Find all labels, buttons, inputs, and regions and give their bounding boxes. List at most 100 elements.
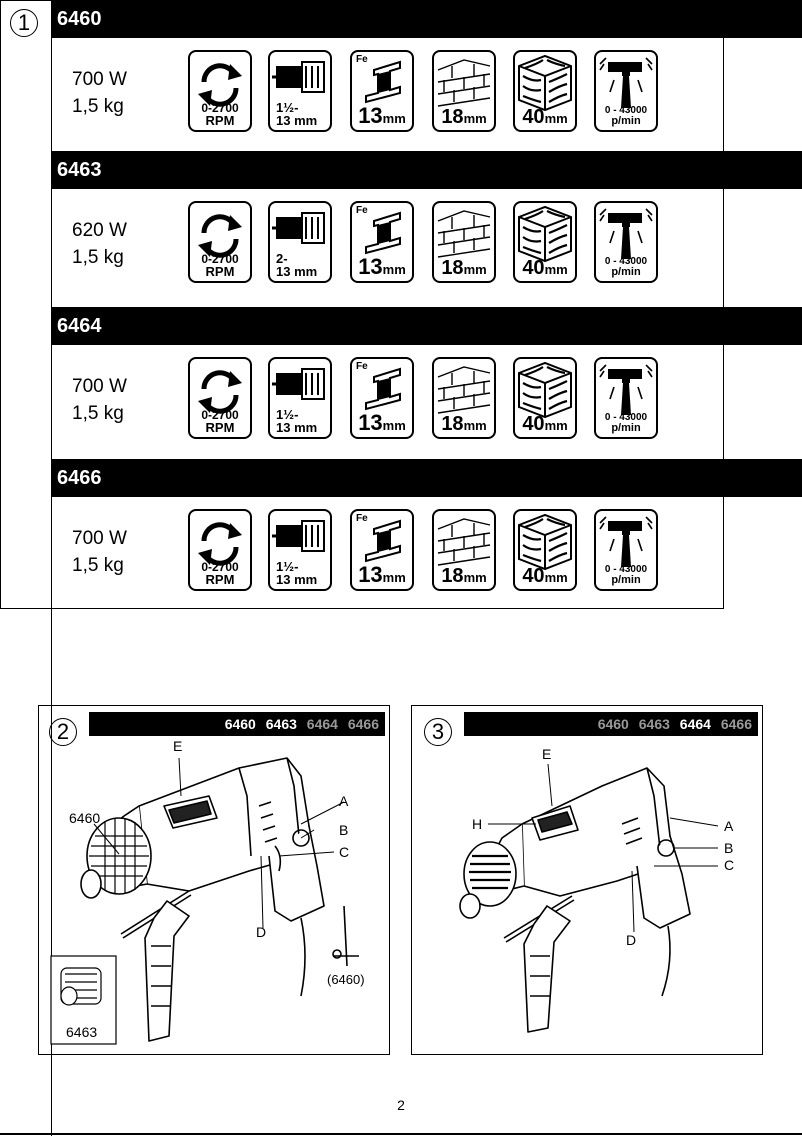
wood-unit: mm	[544, 262, 568, 277]
steel-capacity-icon: Fe 13mm	[350, 509, 414, 591]
impact-range: 0 - 43000	[604, 105, 648, 116]
figure-2-drill-6460-6463: 2 6460 6463 6464 6466	[38, 705, 390, 1055]
figure-2-model-3: 6466	[347, 716, 379, 732]
chuck-capacity-icon: 1½-13 mm	[268, 509, 332, 591]
steel-capacity-icon: Fe 13mm	[350, 357, 414, 439]
masonry-num: 18	[441, 413, 464, 435]
rpm-range: 0-2700	[201, 408, 239, 422]
page-number: 2	[397, 1097, 405, 1113]
callout-A: A	[339, 793, 349, 809]
masonry-capacity-icon: 18mm	[432, 50, 496, 132]
chuck-min: 1½-	[276, 407, 299, 422]
steel-unit: mm	[382, 418, 406, 433]
drill-illustration-keyed-chuck	[50, 757, 359, 1045]
masonry-num: 18	[441, 106, 464, 128]
spec-power: 620 W	[72, 220, 127, 241]
rpm-unit: RPM	[205, 572, 235, 587]
impact-range: 0 - 43000	[604, 412, 648, 423]
callout-D: D	[256, 924, 267, 940]
wood-capacity-icon: 40mm	[513, 201, 577, 283]
callout-C: C	[724, 857, 735, 873]
spec-power: 700 W	[72, 69, 127, 90]
wood-unit: mm	[544, 111, 568, 126]
spec-power: 700 W	[72, 376, 127, 397]
drill-illustration-keyless-chuck	[459, 763, 719, 1033]
steel-num: 13	[358, 103, 383, 128]
masonry-num: 18	[441, 565, 464, 587]
rpm-range: 0-2700	[201, 560, 239, 574]
wood-capacity-icon: 40mm	[513, 357, 577, 439]
chuck-max: 13 mm	[276, 572, 318, 587]
figure-3-number: 3	[424, 718, 452, 746]
wood-num: 40	[522, 106, 545, 128]
callout-model-6460: 6460	[69, 810, 101, 826]
steel-tag: Fe	[356, 513, 368, 524]
rpm-range: 0-2700	[201, 101, 239, 115]
wood-num: 40	[522, 413, 545, 435]
wood-num: 40	[522, 257, 545, 279]
chuck-capacity-icon: 1½-13 mm	[268, 357, 332, 439]
chuck-capacity-icon: 2-13 mm	[268, 201, 332, 283]
masonry-num: 18	[441, 257, 464, 279]
steel-unit: mm	[382, 111, 406, 126]
spec-weight: 1,5 kg	[72, 96, 124, 117]
steel-unit: mm	[382, 262, 406, 277]
rpm-unit: RPM	[205, 420, 235, 435]
figure-2-model-1: 6463	[265, 716, 297, 732]
chuck-capacity-icon: 1½-13 mm	[268, 50, 332, 132]
masonry-capacity-icon: 18mm	[432, 357, 496, 439]
impact-unit: p/min	[611, 574, 641, 586]
model-header-6463: 6463	[51, 151, 802, 189]
callout-H: H	[472, 816, 483, 832]
callout-D: D	[626, 932, 637, 948]
spec-power: 700 W	[72, 528, 127, 549]
wood-unit: mm	[544, 418, 568, 433]
masonry-unit: mm	[463, 418, 487, 433]
steel-tag: Fe	[356, 54, 368, 65]
impact-unit: p/min	[611, 422, 641, 434]
model-header-6466: 6466	[51, 459, 802, 497]
callout-B: B	[339, 822, 349, 838]
figure-3-model-2: 6464	[679, 716, 711, 732]
steel-capacity-icon: Fe 13mm	[350, 50, 414, 132]
spec-weight: 1,5 kg	[72, 403, 124, 424]
chuck-min: 1½-	[276, 559, 299, 574]
model-spec-6464: 700 W 1,5 kg	[72, 373, 127, 427]
masonry-unit: mm	[463, 111, 487, 126]
figure-1-side-column: 1	[0, 0, 52, 1136]
masonry-unit: mm	[463, 262, 487, 277]
figure-3-model-bar: 6460 6463 6464 6466	[464, 712, 758, 736]
figure-3-model-0: 6460	[597, 716, 629, 732]
model-spec-6466: 700 W 1,5 kg	[72, 525, 127, 579]
rpm-unit: RPM	[205, 264, 235, 279]
spec-weight: 1,5 kg	[72, 247, 124, 268]
impact-range: 0 - 43000	[604, 256, 648, 267]
wood-capacity-icon: 40mm	[513, 509, 577, 591]
figure-3-drill-6464: 3 6460 6463 6464 6466	[411, 705, 763, 1055]
steel-num: 13	[358, 410, 383, 435]
wood-num: 40	[522, 565, 545, 587]
steel-tag: Fe	[356, 205, 368, 216]
steel-tag: Fe	[356, 361, 368, 372]
figure-2-model-2: 6464	[306, 716, 338, 732]
impact-unit: p/min	[611, 266, 641, 278]
callout-A: A	[724, 818, 734, 834]
chuck-max: 13 mm	[276, 420, 318, 435]
masonry-capacity-icon: 18mm	[432, 201, 496, 283]
callout-E: E	[173, 738, 183, 754]
figure-3-model-1: 6463	[638, 716, 670, 732]
figure-2-model-0: 6460	[224, 716, 256, 732]
wood-capacity-icon: 40mm	[513, 50, 577, 132]
model-header-6460: 6460	[51, 0, 802, 38]
bottom-rule	[0, 1133, 802, 1135]
figure-3-model-3: 6466	[720, 716, 752, 732]
steel-num: 13	[358, 562, 383, 587]
chuck-min: 1½-	[276, 100, 299, 115]
impact-unit: p/min	[611, 115, 641, 127]
